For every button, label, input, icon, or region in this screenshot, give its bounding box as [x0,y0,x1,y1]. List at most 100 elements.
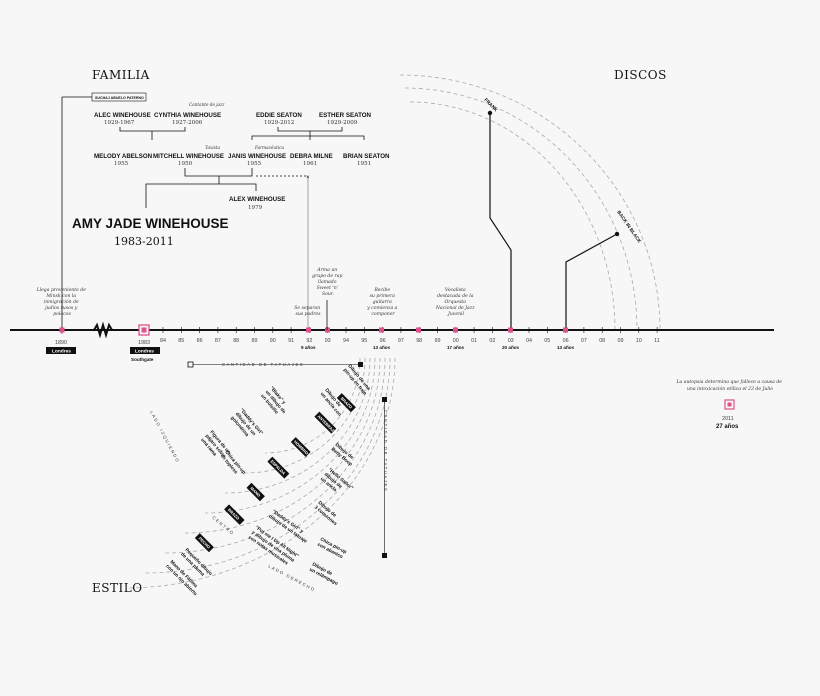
tattoo-item: "Blake" yun dibujo deun bolsillo [259,385,291,419]
badge [224,504,245,525]
grandparent-role: Cantante de jazz [189,102,225,107]
album-bib-title: BACK IN BLACK [615,210,642,245]
parent-name: BRIAN SEATON [343,153,390,160]
sibling-name: ALEX WINEHOUSE [229,196,285,203]
section-estilo: ESTILO [92,581,143,595]
timeline-year-label: 09 [618,338,624,344]
tattoo-item: "Hello Sailor"dibujo deun ancla [319,467,354,501]
age-label: 13 años [373,345,391,350]
grandparent-name: ESTHER SEATON [319,112,372,119]
parent-name: MITCHELL WINEHOUSE [153,153,224,160]
tattoo-item: Dibujo deBetty Boop [330,442,357,468]
age-label: 9 años [301,345,316,350]
axis-center-label: CENTRO [211,515,235,536]
badge [290,437,311,457]
parent-dates: 1955 [247,161,262,167]
badge [314,411,337,434]
birth-place: Londres [135,349,154,355]
grandparent-name: EDDIE SEATON [256,112,302,119]
timeline-year-label: 86 [197,338,203,344]
album-bib-line [565,233,618,330]
timeline-break [93,321,113,339]
timeline-year-label: 95 [361,338,367,344]
timeline-year-label: 00 [453,338,459,344]
birth-place-badge [130,347,160,354]
divorce-mark: × [306,175,310,181]
start-year: 1890 [55,340,67,346]
grandparent-dates: 1927-2006 [172,120,203,126]
event-marker [416,327,421,333]
timeline-year-label: 05 [544,338,550,344]
badge-label: ANTEBRAZO [317,414,338,435]
age-label: 20 años [502,345,520,350]
event-marker [563,327,568,333]
tattoo-item: "Daddy's Girl"dibujo de ungolondrina [229,407,264,444]
timeline-year-label: 85 [178,338,184,344]
timeline-year-label: 87 [215,338,221,344]
timeline-year-label: 96 [380,338,386,344]
tattoo-item: Chica pin-upen topless [219,449,247,479]
tattoo-axis-v-label: CANTIDAD DE TATUAJES [383,410,388,492]
parent-name: DEBRA MILNE [290,153,333,160]
timeline-year-label: 10 [636,338,642,344]
discos-arc-middle [404,87,638,331]
tattoo-axis-v: CANTIDAD DE TATUAJES [382,397,388,558]
timeline-year-label: 94 [343,338,349,344]
tattoo-axis-h: CANTIDAD DE TATUAJES [187,361,363,368]
parent-dates: 1950 [178,161,193,167]
album-back-in-black[interactable]: BACK IN BLACK [565,210,642,330]
album-bib-dot [614,231,620,237]
grandparent-name: CYNTHIA WINEHOUSE [154,112,221,119]
timeline-year-label: 01 [471,338,477,344]
album-frank-dot [487,110,493,116]
timeline-year-label: 90 [270,338,276,344]
album-frank-line [489,113,512,330]
event-note: Recibe su primera guitarra y comienza a … [366,287,399,317]
death-age: 27 años [716,424,739,430]
parent-name: MELODY ABELSON [94,153,153,160]
event-note: Llega proveniente de Minsk con la inmigr… [36,287,88,317]
section-familia: FAMILIA [92,68,150,82]
tattoo-item: Chica pin-upcon abanico [316,536,347,560]
badge-label: ESPALDA [270,459,287,476]
start-place-badge [46,347,76,354]
timeline-year-label: 91 [288,338,294,344]
subject-dates: 1983-2011 [114,235,174,248]
axis-left-label: LADO IZQUIERDO [149,410,181,464]
grandparent-name: ALEC WINEHOUSE [94,112,151,119]
family-tree: SUCHAJ ABUELO PATERNO ALEC WINEHOUSE 192… [61,92,390,330]
discos-arcs [399,74,661,331]
sibling-dates: 1979 [248,205,263,211]
start-place: Londres [52,349,71,355]
age-label: 13 años [557,345,575,350]
album-frank[interactable]: FRANK [483,97,512,330]
tattoo-item: Dibujo de3 corazones [313,500,342,527]
badge [194,533,214,553]
event-note: Vocalista destacada de la Orquesta Nacio… [435,287,476,317]
birth-year: 1983 [138,340,150,346]
event-marker [306,327,311,333]
timeline-year-label: 89 [252,338,258,344]
grandparent-dates: 1929-2009 [327,120,358,126]
timeline-year-label: 93 [325,338,331,344]
parent-name: JANIS WINEHOUSE [228,153,286,160]
timeline-year-label: 98 [416,338,422,344]
axis-right-label: LADO DERECHO [268,563,317,592]
discos-arc-outer [399,74,661,331]
ancestor-tag-label: SUCHAJ ABUELO PATERNO [95,96,144,100]
parent-dates: 1955 [114,161,129,167]
timeline-year-label: 92 [306,338,312,344]
birth-area: Southgate [131,357,154,362]
parent-role: Taxista [205,145,220,150]
timeline-events: Llega proveniente de Minsk con la inmigr… [36,267,476,317]
timeline-year-label: 99 [435,338,441,344]
section-discos: DISCOS [614,68,667,82]
parent-role: Farmacéutica [254,145,284,150]
timeline-year-label: 04 [526,338,532,344]
timeline-year-label: 06 [563,338,569,344]
timeline-year-label: 03 [508,338,514,344]
grandparent-dates: 1929-2012 [264,120,295,126]
tattoo-item: Dibujo deun relámpago [308,561,341,586]
